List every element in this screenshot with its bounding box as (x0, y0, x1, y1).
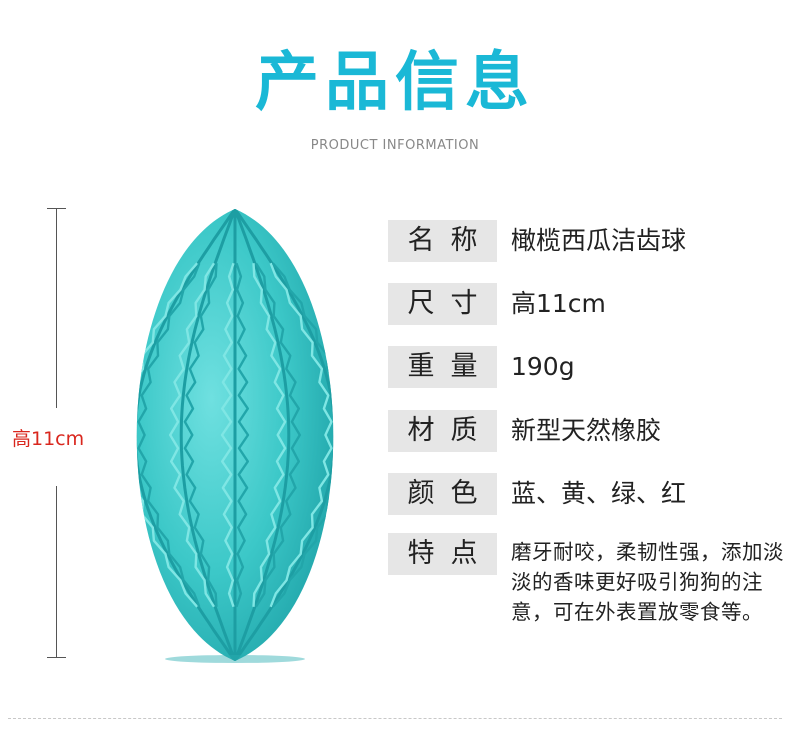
spec-key: 尺寸 (388, 283, 497, 325)
rubber-ball-illustration (136, 209, 334, 663)
ball-groove (179, 209, 237, 661)
ball-teeth (137, 262, 201, 608)
ball-shadow (165, 655, 305, 663)
ball-groove (136, 209, 237, 661)
ball-teeth (269, 262, 333, 608)
product-image (105, 205, 365, 665)
page-title: 产品信息 (255, 46, 535, 120)
ball-teeth (252, 263, 287, 607)
ball-teeth (235, 262, 250, 608)
spec-key: 颜色 (388, 473, 497, 515)
spec-key: 材质 (388, 410, 497, 452)
ball-ribs (136, 209, 334, 661)
dimension-bottom-cap (47, 657, 66, 658)
ball-teeth (136, 262, 199, 608)
spec-value: 190g (511, 352, 575, 381)
spec-value: 橄榄西瓜洁齿球 (511, 226, 687, 255)
ball-groove (233, 209, 291, 661)
dimension-label: 高11cm (12, 428, 85, 450)
spec-key: 特点 (388, 533, 497, 575)
spec-key: 名称 (388, 220, 497, 262)
dimension-line-upper (56, 208, 57, 408)
spec-key: 重量 (388, 346, 497, 388)
bottom-divider (8, 718, 782, 719)
ball-teeth (169, 262, 216, 608)
ball-teeth (183, 263, 218, 607)
dimension-line-lower (56, 486, 57, 658)
ball-teeth (220, 262, 235, 608)
ball-teeth (254, 262, 301, 608)
spec-value: 蓝、黄、绿、红 (511, 479, 687, 508)
ball-groove (233, 209, 334, 661)
spec-value: 磨牙耐咬，柔韧性强，添加淡淡的香味更好吸引狗狗的注意，可在外表置放零食等。 (511, 540, 784, 624)
spec-value: 高11cm (511, 289, 606, 318)
spec-value: 新型天然橡胶 (511, 416, 662, 445)
page-subtitle: PRODUCT INFORMATION (310, 138, 480, 153)
ball-teeth (271, 262, 334, 608)
